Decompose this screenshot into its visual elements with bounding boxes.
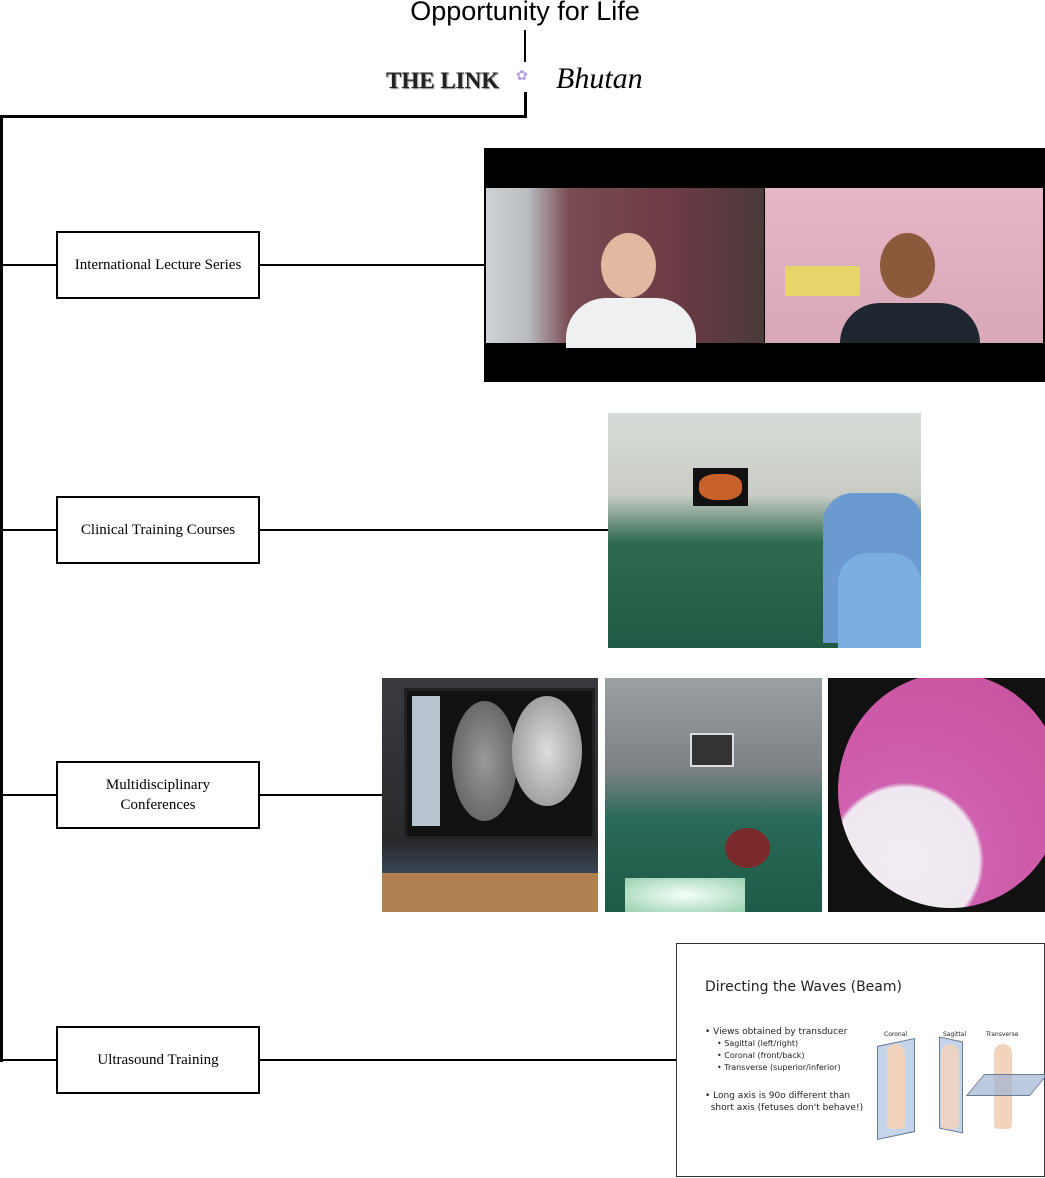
plane-label: Coronal [884, 1031, 908, 1038]
program-clinical-training-courses: Clinical Training Courses [56, 496, 260, 564]
logo-the-link: THE LINK [386, 68, 500, 93]
header-title: Opportunity for Life [410, 0, 640, 26]
connector [0, 529, 56, 531]
ultrasound-lecture-slide: Directing the Waves (Beam) • Views obtai… [676, 943, 1045, 1177]
histology-microscope-photo [828, 678, 1045, 912]
video-conference-photo [484, 148, 1045, 382]
connector [260, 264, 484, 266]
surgical-training-photo [608, 413, 921, 648]
body-figure [887, 1044, 905, 1129]
slide-sub-bullet: • Coronal (front/back) [717, 1051, 805, 1060]
logo-bhutan: Bhutan [556, 62, 643, 95]
body-figure [941, 1044, 959, 1129]
slide-bullet: • Views obtained by transducer [705, 1027, 848, 1037]
connector [524, 30, 526, 62]
slide-title: Directing the Waves (Beam) [705, 979, 902, 995]
connector [0, 264, 56, 266]
connector [0, 115, 527, 118]
program-label: Ultrasound Training [97, 1052, 219, 1068]
surgery-photo [605, 678, 822, 912]
mri-monitor-photo [382, 678, 598, 912]
program-international-lecture-series: International Lecture Series [56, 231, 260, 299]
slide-sub-bullet: • Sagittal (left/right) [717, 1039, 799, 1048]
slide-sub-bullet: • Transverse (superior/inferior) [717, 1063, 841, 1072]
connector [524, 92, 527, 118]
transverse-plane-figure [965, 1074, 1045, 1096]
program-label: Clinical Training Courses [80, 522, 236, 538]
slide-bullet: • Long axis is 90o different than short … [705, 1091, 864, 1113]
connector [260, 529, 608, 531]
plane-label: Transverse [986, 1031, 1019, 1038]
connector [260, 794, 382, 796]
trunk-line [0, 115, 3, 1062]
program-label: International Lecture Series [74, 257, 242, 273]
connector [0, 794, 56, 796]
program-ultrasound-training: Ultrasound Training [56, 1026, 260, 1094]
program-multidisciplinary-conferences: Multidisciplinary Conferences [56, 761, 260, 829]
flower-icon: ✿ [516, 69, 528, 84]
program-label: Multidisciplinary Conferences [105, 777, 211, 813]
plane-label: Sagittal [943, 1031, 967, 1038]
connector [0, 1059, 56, 1061]
connector [260, 1059, 676, 1061]
